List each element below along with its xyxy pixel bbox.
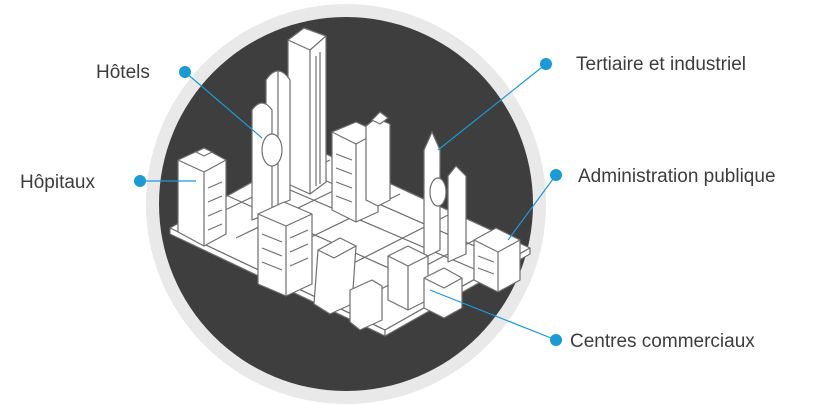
city-buildings [177, 27, 521, 331]
dot-admin [550, 169, 562, 181]
leader-line-admin [507, 174, 557, 241]
front-office-block [257, 201, 313, 297]
leader-line-malls [429, 289, 557, 341]
tall-tower [287, 27, 327, 195]
mall-buildings [313, 237, 463, 331]
dot-tertiary [540, 58, 552, 70]
dot-hospitals [134, 175, 146, 187]
label-hospitals: Hôpitaux [20, 172, 95, 193]
leader-line-tertiary [437, 63, 547, 151]
label-tertiary: Tertiaire et industriel [576, 54, 747, 75]
label-malls: Centres commerciaux [570, 331, 755, 352]
dot-hotels [179, 66, 191, 78]
hospital-building [177, 147, 227, 247]
leader-line-hotels [184, 71, 263, 139]
label-hotels: Hôtels [96, 62, 150, 83]
hotel-towers [251, 70, 291, 221]
admin-building [473, 227, 521, 293]
dot-malls [550, 334, 562, 346]
tertiary-towers [423, 131, 467, 263]
label-public-admin: Administration publique [578, 166, 776, 187]
leader-dots [134, 58, 562, 346]
mid-building [331, 111, 391, 223]
leader-lines [140, 63, 557, 341]
